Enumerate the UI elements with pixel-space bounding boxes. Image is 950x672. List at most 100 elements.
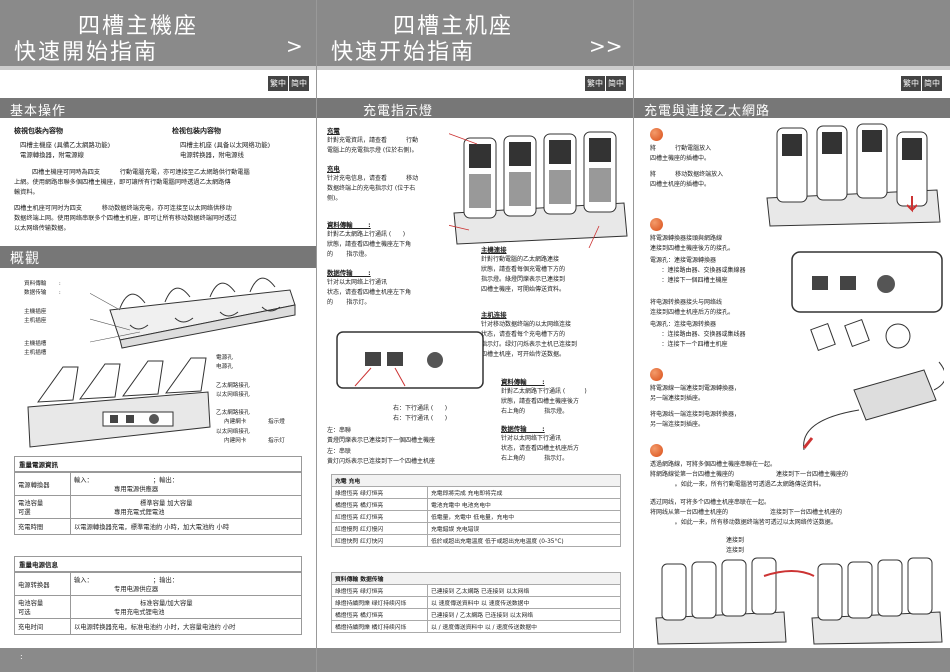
led2-state: 綠燈恆亮 绿灯恒亮	[331, 584, 428, 597]
data-led-table: 資料傳輸 数据传输 綠燈恆亮 绿灯恒亮已連接到 乙太網路 已连接到 以太网络 綠…	[331, 572, 621, 633]
item-simp-2: 电源转换器，附电源线	[180, 151, 244, 159]
uplink-text-trad: 針對乙太網路上行通訊 ( ) 狀態，請查看四槽主機座左下角 的 指示燈。	[327, 231, 412, 258]
fold-line-1	[316, 0, 317, 672]
page-3: 繁中 简中 充電與連接乙太網路 將 行動電腦放入 四槽主機座的插槽中。 將 移动…	[634, 0, 950, 672]
spec1-label-3: 充電時間	[14, 518, 71, 535]
label-power-simp: 电源孔	[216, 364, 233, 370]
spec1-value-1: 輸入： ；輸出： 專用電源供應器	[70, 472, 302, 496]
spec2-value-1: 输入： ；输出： 专用电源供应器	[70, 572, 302, 596]
next-arrow[interactable]: >	[286, 34, 303, 58]
host-text-trad: 針對行動電腦的乙太網路連接 狀態，請查看每個充電槽下方的 指示燈。綠燈閃爍表示已…	[481, 256, 566, 293]
item-simp-1: 四槽主机座 (具备以太网络功能)	[180, 141, 271, 149]
title: 四槽主机座	[393, 14, 514, 39]
label-host-socket-trad: 主機插座	[24, 309, 47, 315]
led1-state: 紅燈慢閃 红灯慢闪	[331, 522, 428, 535]
header-bar	[634, 0, 950, 66]
lang-trad[interactable]: 繁中	[585, 76, 605, 91]
page-2: 四槽主机座 快速开始指南 >> 繁中 简中 充電指示燈 充電 針對充電資訊，請查…	[317, 0, 634, 672]
lang-simp[interactable]: 简中	[922, 76, 942, 91]
subtitle: 快速開始指南	[14, 40, 159, 65]
led2-meaning: 已連接到 / 乙太網路 已连接到 以太网络	[427, 608, 621, 621]
step3-trad: 將電源線一端連接到電源轉換器， 另一端連接到插座。	[650, 385, 741, 402]
led2-state: 綠燈持續閃爍 绿灯持续闪烁	[331, 596, 428, 609]
check-heading-simp: 检视包装内容物	[172, 127, 221, 135]
cascade-cradles-illustration	[655, 557, 943, 645]
step-4-marker	[650, 444, 663, 457]
step-2-marker	[650, 218, 663, 231]
led2-header: 資料傳輸 数据传输	[331, 572, 621, 585]
label-host-socket-simp: 主机插座	[24, 318, 47, 324]
lang-simp[interactable]: 简中	[606, 76, 626, 91]
uplink-heading-trad: 資料傳輸 :	[327, 221, 371, 229]
power-adapter-illustration	[802, 361, 944, 450]
cradle-front-view	[27, 357, 211, 448]
divider	[0, 66, 317, 70]
cascade-text-trad: 黃燈閃爍表示已連接到下一個四槽主機座	[327, 437, 436, 444]
page-1: 四槽主機座 快速開始指南 > 繁中 简中 基本操作 檢視包裝內容物 检视包装内容…	[0, 0, 317, 672]
led1-state: 紅燈恆亮 红灯恒亮	[331, 510, 428, 523]
divider	[634, 66, 950, 70]
spec2-title: 重量电源信息	[14, 556, 302, 572]
charge-heading-simp: 充电	[327, 165, 340, 173]
section-charge: 充電指示燈	[317, 98, 634, 119]
uplink-heading-simp: 数据传输 :	[327, 269, 371, 277]
label-nic-trad: 內建網卡	[224, 419, 247, 425]
label-data-simp: 数据传输 :	[24, 290, 61, 296]
header-bar: 四槽主機座 快速開始指南 >	[0, 0, 317, 66]
footer-bar	[634, 648, 950, 672]
lang-trad[interactable]: 繁中	[268, 76, 288, 91]
title: 四槽主機座	[78, 14, 199, 39]
lang-simp[interactable]: 简中	[289, 76, 309, 91]
footer-mark: :	[20, 652, 23, 661]
next-arrow[interactable]: >>	[589, 34, 623, 58]
charge-text-trad: 針對充電資訊，請查看 行動 電腦上的充電指示燈 (位於右側)。	[327, 137, 419, 154]
charge-text-simp: 针对充电信息，请查看 移动 数据终端上的充电指示灯 (位于右 侧)。	[327, 175, 419, 202]
downlink-text-trad: 針對乙太網路下行通訊 ( ) 狀態，請查看四槽主機座後方 右上角的 指示燈。	[501, 388, 587, 415]
spec2-label-1: 电源转换器	[14, 572, 71, 596]
led1-meaning: 充電即將完成 充电即将完成	[427, 486, 621, 499]
spec1-value-2: 標準容量 加大容量 專用充電式鋰電池	[70, 495, 302, 519]
label-power-trad: 電源孔	[216, 355, 233, 361]
step1-trad: 將 行動電腦放入 四槽主機座的插槽中。	[650, 145, 712, 162]
downlink-heading-trad: 資料傳輸 :	[501, 378, 545, 386]
led1-state: 紅燈快閃 红灯快闪	[331, 534, 428, 547]
charge-heading-trad: 充電	[327, 127, 340, 135]
subtitle: 快速开始指南	[331, 40, 476, 65]
spec2-label-2: 电池容量 可选	[14, 595, 71, 619]
label-nic-simp: 内建网卡	[224, 438, 247, 444]
label-host-slot-trad: 主機插槽	[24, 341, 47, 347]
cradle-top-view	[90, 277, 296, 349]
check-heading-trad: 檢視包裝內容物	[14, 127, 63, 135]
spec2-table: 电源转换器输入： ；输出： 专用电源供应器 电池容量 可选 标准容量/加大容量 …	[14, 572, 302, 635]
downlink-label-simp: 右：下行通讯 ( )	[393, 415, 448, 422]
spec1-label-2: 電池容量 可選	[14, 495, 71, 519]
label-led-trad: 指示燈	[268, 419, 285, 425]
fold-line-2	[633, 0, 634, 672]
cascade-text-simp: 黄灯闪烁表示已连接到下一个四槽主机座	[327, 458, 436, 465]
lang-trad[interactable]: 繁中	[901, 76, 921, 91]
led1-meaning: 電池充電中 电池充电中	[427, 498, 621, 511]
host-heading-simp: 主机连接	[481, 311, 507, 319]
step2-ports-trad: ：連接路由器、交換器或集線器 ：連接下一個四槽主機座	[661, 267, 746, 284]
step2-ports-simp: ：连接路由器、交换器或集线器 ：连接下一个四槽主机座	[661, 331, 746, 348]
step2-simp: 将电源转换器接头与网络线 连接到四槽主机座后方的接孔。	[650, 299, 735, 316]
section-overview: 概觀	[0, 246, 317, 268]
led1-meaning: 低電量，充電中 低电量，充电中	[427, 510, 621, 523]
spec1-value-3: 以電源轉換器充電，標準電池約 小時，加大電池約 小時	[70, 518, 302, 535]
intro-trad: 四槽主機座可同時為四支 行動電腦充電，亦可連接至乙太網路供行動電腦 上網。使用網…	[14, 169, 250, 196]
language-switch: 繁中 简中	[585, 76, 626, 91]
step2-power-simp: 电源孔：连接电源转换器	[650, 321, 717, 328]
cascade-label-trad: 左：串聯	[327, 427, 352, 434]
label-eth-simp: 以太网络接孔	[216, 392, 250, 398]
led1-meaning: 低於或超出充電溫度 低于或超出充电温度 (0-35°C)	[427, 534, 621, 547]
downlink-label-trad: 右：下行通訊 ( )	[393, 405, 448, 412]
step3-simp: 将电源线一端连接到电源转换器， 另一端连接到插座。	[650, 411, 741, 428]
host-text-simp: 针对移动数据终端的以太网络连接 状态，请查看每个充电槽下方的 指示灯。绿灯闪烁表…	[481, 321, 578, 358]
label-eth2-trad: 乙太網路接孔	[216, 410, 250, 416]
led2-meaning: 已連接到 乙太網路 已连接到 以太网络	[427, 584, 621, 597]
step4-simp: 透过网线，可将多个四槽主机座串联在一起。 将网线从第一台四槽主机座的 连接到下一…	[650, 499, 842, 526]
led2-state: 橘燈恆亮 橘灯恒亮	[331, 608, 428, 621]
label-eth-trad: 乙太網路接孔	[216, 383, 250, 389]
language-switch: 繁中 简中	[268, 76, 309, 91]
cradle-with-devices	[449, 131, 628, 248]
